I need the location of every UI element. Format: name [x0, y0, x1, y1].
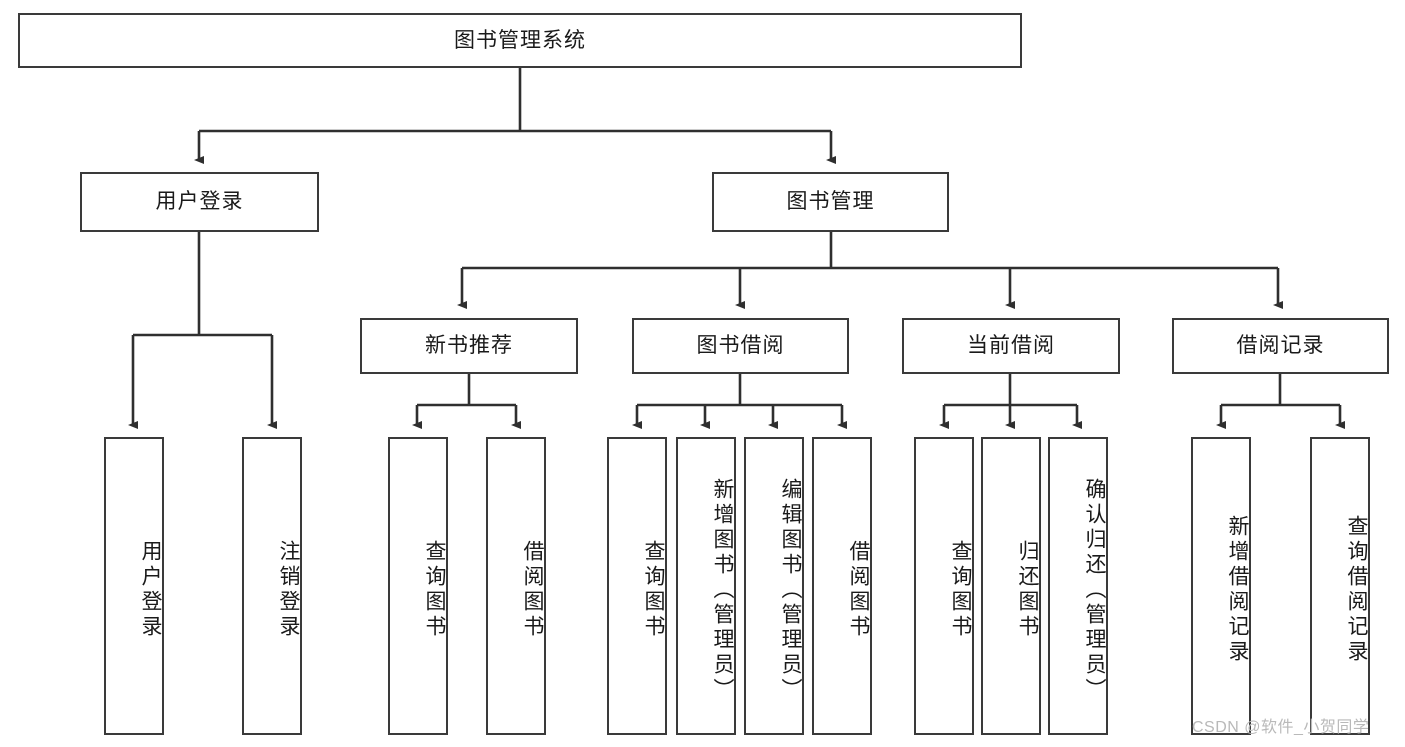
leaf-user-login-login[interactable]: 用户登录	[104, 437, 164, 735]
leaf-current-return-book[interactable]: 归还图书	[981, 437, 1041, 735]
leaf-user-login-logout[interactable]: 注销登录	[242, 437, 302, 735]
node-label: 图书管理	[786, 190, 875, 214]
node-label: 查询借阅记录	[1345, 515, 1368, 665]
node-label: 归还图书	[1016, 540, 1039, 640]
node-label: 借阅图书	[847, 540, 870, 640]
node-label: 借阅记录	[1236, 334, 1325, 358]
leaf-borrow-query-book[interactable]: 查询图书	[607, 437, 667, 735]
node-label: 用户登录	[155, 190, 244, 214]
node-label: 查询图书	[423, 540, 446, 640]
node-label: 新增借阅记录	[1226, 515, 1249, 665]
leaf-borrow-edit-book-admin[interactable]: 编辑图书（管理员）	[744, 437, 804, 735]
node-borrow-record[interactable]: 借阅记录	[1172, 318, 1389, 374]
node-current-borrow[interactable]: 当前借阅	[902, 318, 1120, 374]
node-label: 新增图书（管理员）	[711, 477, 734, 703]
node-book-management[interactable]: 图书管理	[712, 172, 949, 232]
node-label: 编辑图书（管理员）	[779, 477, 802, 703]
node-label: 用户登录	[139, 540, 162, 640]
node-label: 借阅图书	[521, 540, 544, 640]
node-user-login[interactable]: 用户登录	[80, 172, 319, 232]
node-label: 查询图书	[642, 540, 665, 640]
leaf-borrow-borrow-book[interactable]: 借阅图书	[812, 437, 872, 735]
leaf-record-query-record[interactable]: 查询借阅记录	[1310, 437, 1370, 735]
node-label: 注销登录	[277, 540, 300, 640]
leaf-new-book-query[interactable]: 查询图书	[388, 437, 448, 735]
csdn-watermark: CSDN @软件_小贺同学	[1192, 719, 1370, 736]
leaf-new-book-borrow[interactable]: 借阅图书	[486, 437, 546, 735]
leaf-current-confirm-return-admin[interactable]: 确认归还（管理员）	[1048, 437, 1108, 735]
node-book-borrow[interactable]: 图书借阅	[632, 318, 849, 374]
node-root-system[interactable]: 图书管理系统	[18, 13, 1022, 68]
leaf-current-query-book[interactable]: 查询图书	[914, 437, 974, 735]
node-new-book-recommend[interactable]: 新书推荐	[360, 318, 578, 374]
node-label: 图书管理系统	[454, 28, 586, 52]
leaf-record-add-record[interactable]: 新增借阅记录	[1191, 437, 1251, 735]
node-label: 确认归还（管理员）	[1083, 477, 1106, 703]
node-label: 查询图书	[949, 540, 972, 640]
node-label: 新书推荐	[425, 334, 513, 358]
node-label: 当前借阅	[967, 334, 1055, 358]
node-label: 图书借阅	[696, 334, 785, 358]
leaf-borrow-add-book-admin[interactable]: 新增图书（管理员）	[676, 437, 736, 735]
